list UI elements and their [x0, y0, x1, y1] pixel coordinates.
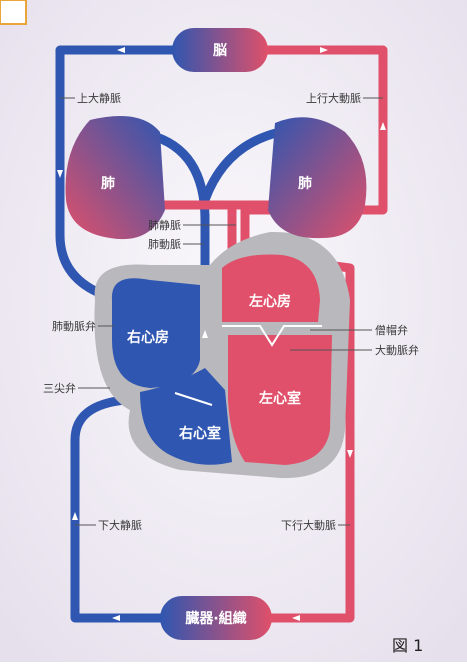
figure-label: 図 1 — [392, 636, 423, 655]
left-ventricle-label: 左心室 — [258, 390, 301, 407]
right-ventricle-label: 右心室 — [178, 425, 221, 442]
inferior-vena-cava-label: 下大静脈 — [98, 518, 142, 532]
lung-right-label: 肺 — [298, 176, 312, 192]
superior-vena-cava-label: 上大静脈 — [77, 91, 121, 105]
body-tissues-label: 臓器·組織 — [185, 610, 246, 627]
right-atrium-label: 右心房 — [126, 329, 169, 346]
tricuspid-valve-label: 三尖弁 — [43, 381, 76, 395]
left-atrium-chamber — [222, 255, 320, 322]
left-atrium-label: 左心房 — [248, 293, 291, 310]
pulmonary-valve-label: 肺動脈弁 — [52, 319, 96, 333]
pulmonary-artery-label: 肺動脈 — [148, 237, 181, 251]
corner-tab — [0, 0, 26, 24]
brain-label: 脳 — [213, 42, 227, 59]
aortic-valve-label: 大動脈弁 — [375, 343, 419, 357]
lung-left-label: 肺 — [101, 176, 115, 192]
pulmonary-vein-label: 肺静脈 — [148, 218, 181, 232]
descending-aorta-label: 下行大動脈 — [281, 518, 336, 532]
mitral-valve-label: 僧帽弁 — [375, 323, 408, 337]
ascending-aorta-label: 上行大動脈 — [306, 91, 361, 105]
